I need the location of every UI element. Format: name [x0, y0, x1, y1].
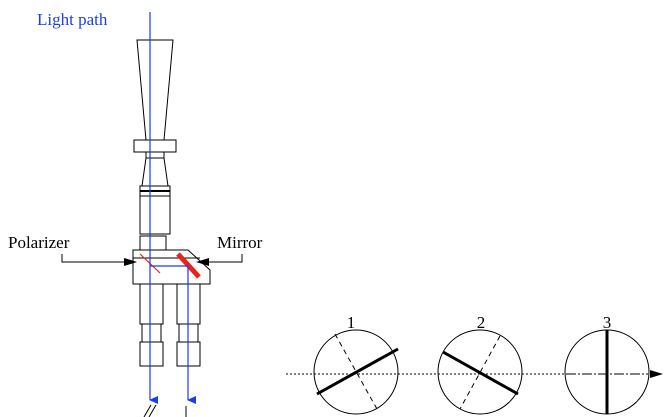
polarizer-position-1: 1	[313, 313, 399, 415]
polarizer-position-3: 3	[564, 313, 650, 415]
microscope-tube	[132, 39, 211, 417]
polarizer-position-2: 2	[437, 313, 523, 415]
polarizer-pointer	[61, 254, 137, 266]
light-path	[149, 12, 196, 404]
position-number: 3	[603, 313, 612, 332]
light-path-label: Light path	[37, 10, 108, 29]
polarizer-label: Polarizer	[8, 233, 70, 252]
mirror-label: Mirror	[217, 233, 263, 252]
position-number: 2	[477, 313, 486, 332]
mirror-pointer	[196, 254, 243, 266]
mirror-element	[176, 252, 201, 279]
position-number: 1	[347, 313, 356, 332]
